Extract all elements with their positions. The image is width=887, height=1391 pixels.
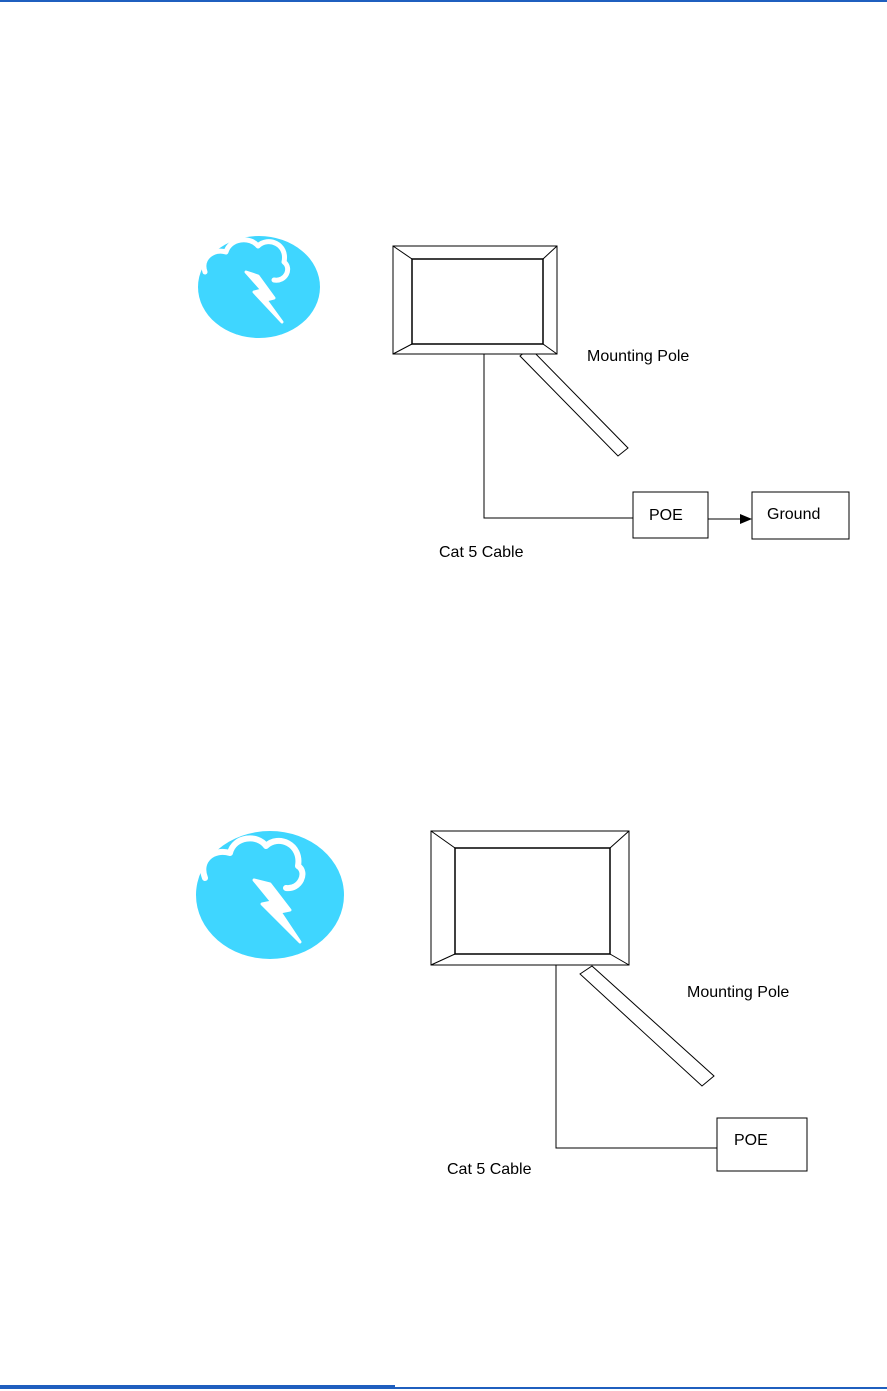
lightning-storm-icon	[198, 236, 320, 338]
lightning-storm-icon	[196, 831, 344, 959]
ground-arrow	[708, 514, 752, 524]
footer-rule	[0, 1387, 887, 1389]
ground-label: Ground	[767, 506, 820, 523]
mounting-pole-label: Mounting Pole	[587, 348, 689, 365]
mounting-pole-label: Mounting Pole	[687, 984, 789, 1001]
cat5-cable-label: Cat 5 Cable	[447, 1161, 532, 1178]
poe-label: POE	[649, 507, 683, 524]
header-rule	[0, 0, 887, 2]
diagram-without-ground: POE Mounting Pole Cat 5 Cable	[0, 820, 887, 1190]
diagram-with-ground: POE Ground Mounting Pole Cat 5 Cable	[0, 220, 887, 580]
device-box	[431, 831, 629, 965]
cat5-cable-label: Cat 5 Cable	[439, 544, 524, 561]
poe-label: POE	[734, 1132, 768, 1149]
device-box	[393, 246, 557, 354]
